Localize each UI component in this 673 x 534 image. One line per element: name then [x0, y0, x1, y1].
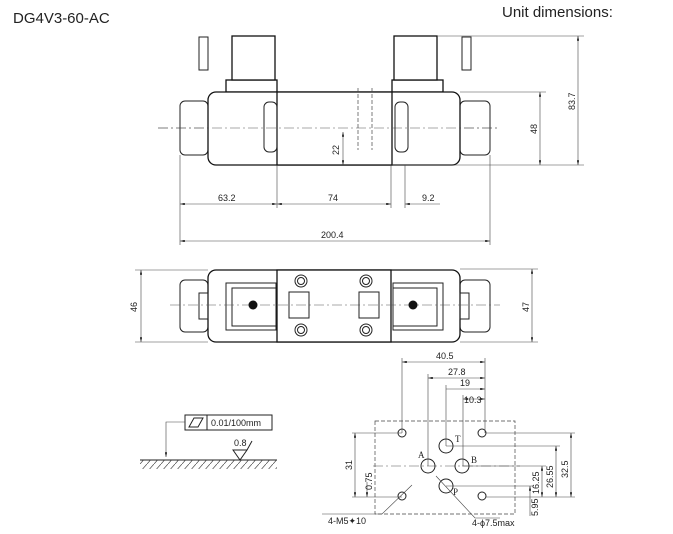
- dimension-label: 9.2: [422, 193, 435, 203]
- right-connector-nut: [461, 36, 472, 71]
- model-title: DG4V3-60-AC: [13, 10, 110, 27]
- front-view: 22 63.2 74 9.2 200.4 48 83.7: [158, 35, 584, 245]
- dimension-label: 0.75: [364, 472, 374, 490]
- dimension-label: 40.5: [436, 351, 454, 361]
- dimension-label: T: [455, 434, 461, 444]
- flatness-spec: 0.01/100mm 0.8: [140, 414, 277, 469]
- left-connector-nut: [198, 36, 209, 71]
- dimension-label: A: [418, 450, 425, 460]
- dimension-label: 10.3: [464, 395, 482, 405]
- dimension-label: 22: [331, 145, 341, 155]
- dimension-label: P: [453, 487, 458, 497]
- unit-dimensions-label: Unit dimensions:: [502, 4, 613, 21]
- dimension-label: 83.7: [567, 92, 577, 110]
- dimension-label: 26.55: [545, 465, 555, 488]
- dimension-label: 4-ϕ7.5max: [472, 518, 515, 528]
- dimension-label: 32.5: [560, 460, 570, 478]
- dimension-label: B: [471, 455, 477, 465]
- dimension-label: 27.8: [448, 367, 466, 377]
- mounting-pattern: T A B P 40.5 27.8 19 10.3 32.5 26.55 16.…: [322, 351, 575, 528]
- dimension-label: 5.95: [530, 498, 540, 516]
- dimension-label: 0.01/100mm: [211, 418, 261, 428]
- dimension-label: 200.4: [321, 230, 344, 240]
- dimension-label: 0.8: [234, 438, 247, 448]
- dimension-label: 48: [529, 124, 539, 134]
- roughness-icon: [232, 440, 253, 461]
- dimension-label: 16.25: [531, 471, 541, 494]
- dimension-label: 31: [344, 460, 354, 470]
- valve-body: [276, 91, 393, 166]
- dimension-label: 63.2: [218, 193, 236, 203]
- flatness-icon: [188, 417, 204, 428]
- right-connector: [393, 35, 438, 81]
- dimension-label: 19: [460, 378, 470, 388]
- dimension-label: 46: [129, 302, 139, 312]
- dimension-label: 4-M5✦10: [328, 516, 366, 526]
- dimension-label: 74: [328, 193, 338, 203]
- dimension-label: 47: [521, 302, 531, 312]
- top-view: 46 47: [129, 268, 538, 343]
- left-connector: [231, 35, 276, 81]
